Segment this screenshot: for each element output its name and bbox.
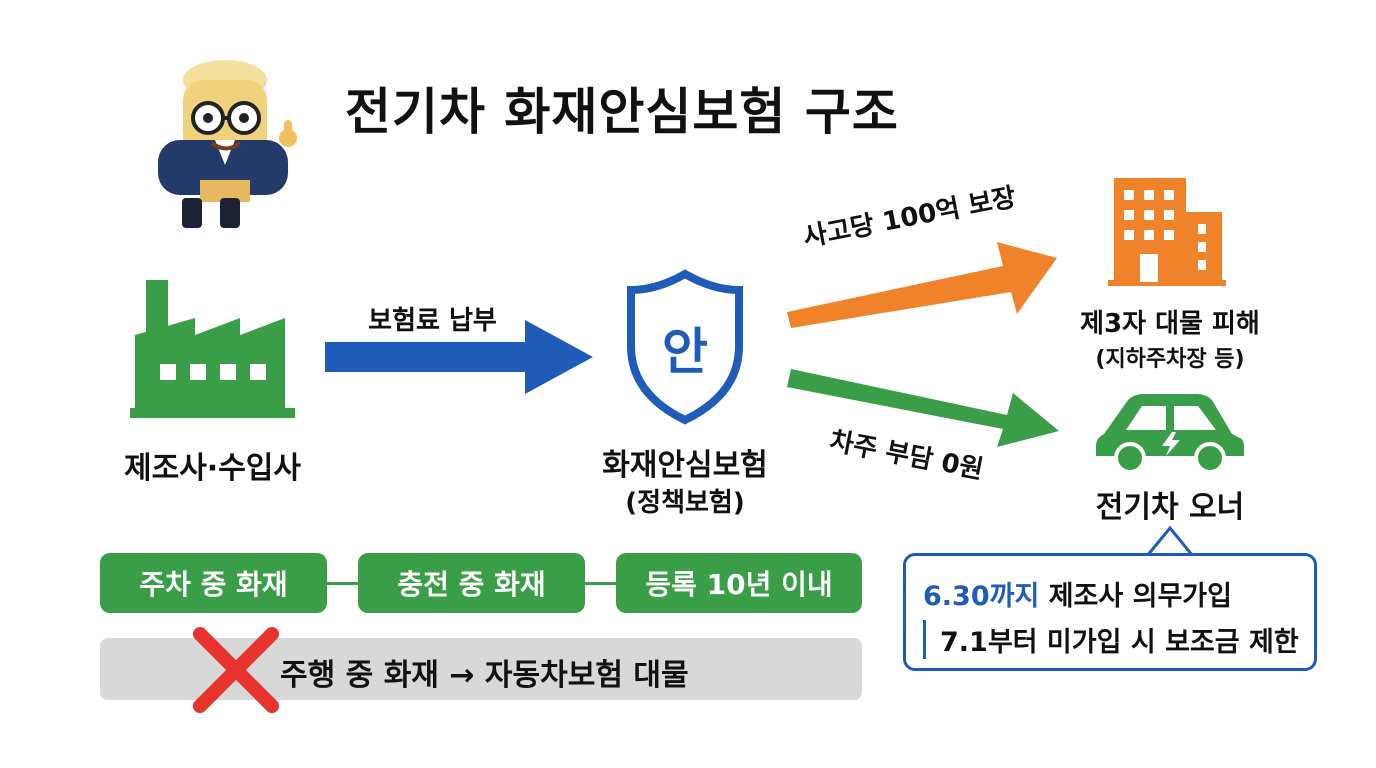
premium-label: 보험료 납부 <box>368 306 497 336</box>
x-mark-icon <box>193 627 279 713</box>
third-party-sublabel: (지하주차장 등) <box>1095 347 1245 372</box>
insurance-sublabel: (정책보험) <box>625 488 745 518</box>
note-line-2: 7.1부터 미가입 시 보조금 제한 <box>923 620 1299 659</box>
covered-case-charging: 충전 중 화재 <box>358 553 585 613</box>
manufacturer-label: 제조사·수입사 <box>124 451 301 486</box>
covered-case-registration: 등록 10년 이내 <box>616 553 862 613</box>
owner-cost-arrow <box>787 369 1059 447</box>
note-line-1: 6.30까지 제조사 의무가입 <box>923 574 1232 613</box>
coverage-arrow <box>787 242 1057 328</box>
deadline-note: 6.30까지 제조사 의무가입 7.1부터 미가입 시 보조금 제한 <box>903 553 1317 671</box>
excluded-text: 주행 중 화재 → 자동차보험 대물 <box>280 658 689 693</box>
building-icon <box>1108 178 1226 286</box>
shield-icon <box>627 269 743 425</box>
factory-icon <box>130 280 295 418</box>
note-mandatory: 제조사 의무가입 <box>1039 581 1232 612</box>
covered-case-parking: 주차 중 화재 <box>100 553 327 613</box>
page-title: 전기차 화재안심보험 구조 <box>345 83 899 141</box>
ev-owner-label: 전기차 오너 <box>1095 490 1245 525</box>
insurance-label: 화재안심보험 <box>602 448 768 483</box>
car-icon <box>1096 394 1244 474</box>
shield-badge: 안 <box>662 323 708 381</box>
premium-arrow <box>325 320 593 394</box>
mascot-icon <box>158 60 297 228</box>
third-party-label: 제3자 대물 피해 <box>1080 309 1260 339</box>
note-deadline: 6.30까지 <box>923 581 1040 612</box>
note-subsidy: 7.1부터 미가입 시 보조금 제한 <box>940 627 1299 658</box>
